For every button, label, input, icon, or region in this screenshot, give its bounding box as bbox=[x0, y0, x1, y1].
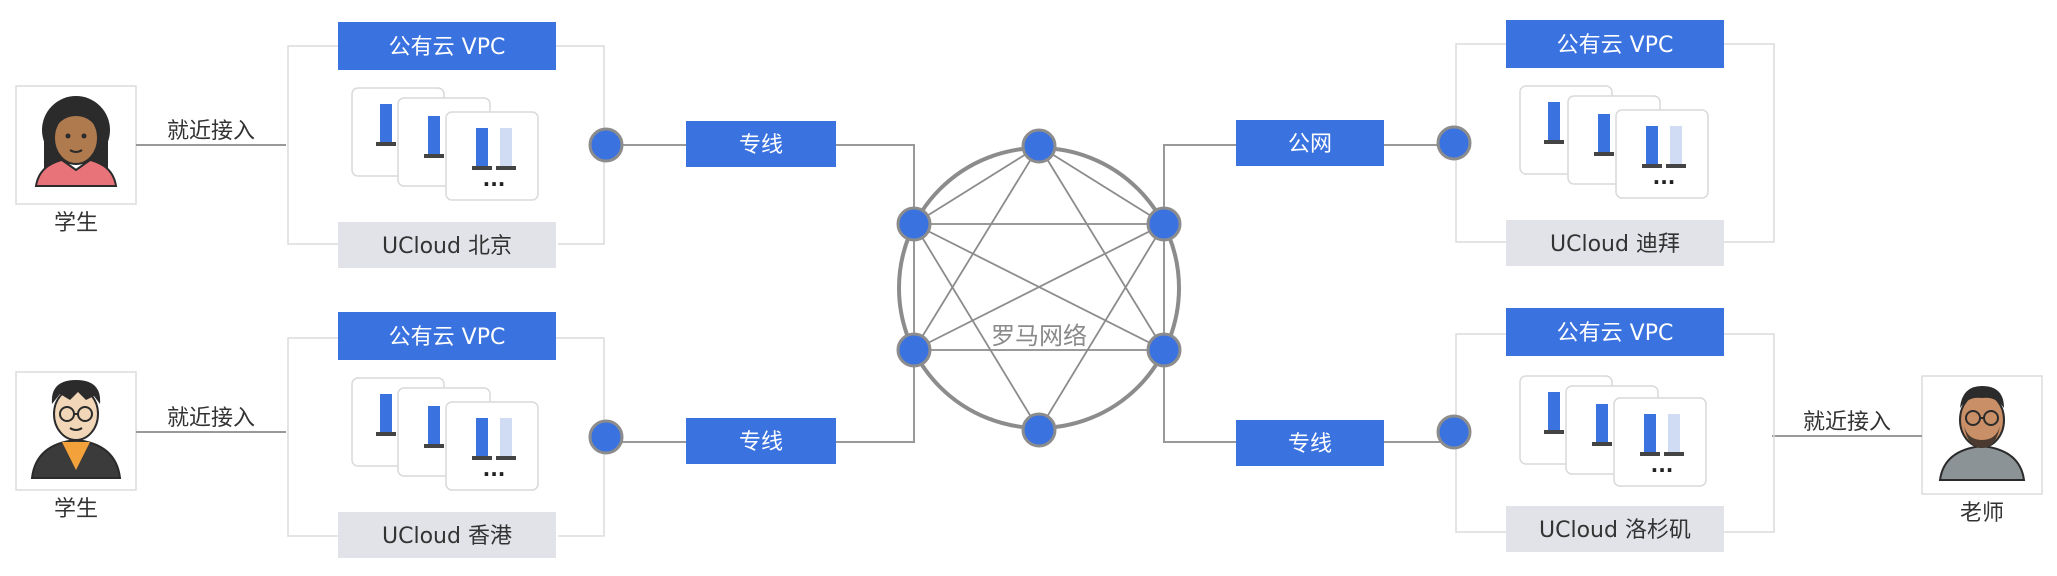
svg-text:...: ... bbox=[483, 457, 506, 481]
beijing-vpc-label: 公有云 VPC bbox=[389, 35, 506, 60]
student-avatar-icon bbox=[34, 96, 118, 187]
student-avatar-icon bbox=[30, 380, 122, 479]
student-1-access-label: 就近接入 bbox=[167, 119, 255, 144]
server-icon: ... bbox=[351, 377, 539, 491]
student-2-label: 学生 bbox=[54, 497, 98, 522]
student-1: 学生 bbox=[15, 85, 137, 236]
network-node-icon bbox=[896, 128, 1182, 448]
teacher-access-label: 就近接入 bbox=[1803, 410, 1891, 435]
losangeles-region-name: UCloud 洛杉矶 bbox=[1539, 518, 1691, 543]
server-icon: ... bbox=[351, 87, 539, 201]
losangeles-node-icon bbox=[1436, 414, 1472, 450]
svg-text:...: ... bbox=[483, 167, 506, 191]
beijing-region-name: UCloud 北京 bbox=[382, 234, 512, 259]
dubai-node-icon bbox=[1436, 125, 1472, 161]
dubai-link-label: 公网 bbox=[1288, 132, 1332, 157]
dubai-region-name: UCloud 迪拜 bbox=[1550, 232, 1680, 257]
svg-text:...: ... bbox=[1651, 453, 1674, 477]
region-losangeles: 公有云 VPC ... UCloud 洛杉矶 bbox=[1455, 308, 1775, 552]
region-dubai: 公有云 VPC ... UCloud 迪拜 bbox=[1455, 20, 1775, 266]
student-1-label: 学生 bbox=[54, 211, 98, 236]
hongkong-vpc-label: 公有云 VPC bbox=[389, 325, 506, 350]
server-icon: ... bbox=[1519, 85, 1709, 199]
losangeles-link-label: 专线 bbox=[1288, 432, 1332, 457]
losangeles-vpc-label: 公有云 VPC bbox=[1557, 321, 1674, 346]
svg-text:...: ... bbox=[1653, 165, 1676, 189]
rome-network: 罗马网络 bbox=[896, 128, 1182, 448]
hongkong-link-label: 专线 bbox=[739, 430, 783, 455]
teacher-label: 老师 bbox=[1960, 501, 2004, 526]
student-2-access-label: 就近接入 bbox=[167, 406, 255, 431]
region-hongkong: 公有云 VPC ... UCloud 香港 bbox=[287, 312, 605, 558]
teacher: 老师 bbox=[1921, 375, 2043, 526]
beijing-link-label: 专线 bbox=[739, 133, 783, 158]
dubai-vpc-label: 公有云 VPC bbox=[1557, 33, 1674, 58]
beijing-node-icon bbox=[588, 127, 624, 163]
region-beijing: 公有云 VPC ... UCloud 北京 bbox=[287, 22, 605, 268]
hongkong-region-name: UCloud 香港 bbox=[382, 524, 512, 549]
student-2: 学生 bbox=[15, 371, 137, 522]
connection-lines bbox=[604, 144, 1454, 443]
server-icon: ... bbox=[1519, 375, 1707, 487]
hongkong-node-icon bbox=[588, 419, 624, 455]
network-label: 罗马网络 bbox=[991, 322, 1087, 350]
teacher-avatar-icon bbox=[1938, 386, 2026, 481]
